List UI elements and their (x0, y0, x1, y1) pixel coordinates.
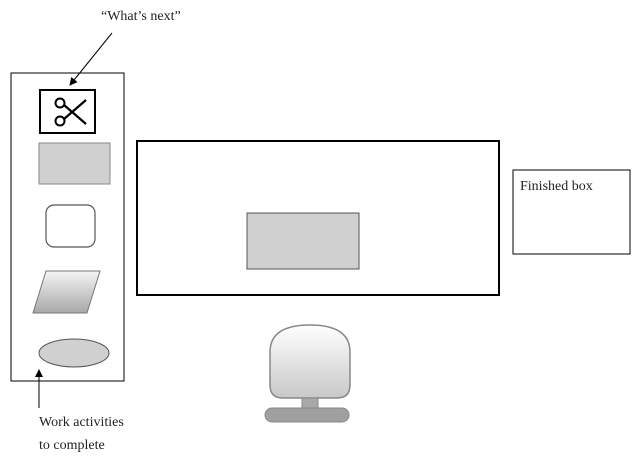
finished-box-label: Finished box (520, 179, 593, 194)
finished-box (512, 169, 631, 255)
task-parallelogram (32, 270, 101, 314)
work-activities-label-line2: to complete (39, 438, 105, 453)
whats-next-label: “What’s next” (101, 9, 181, 24)
current-work-item (246, 212, 360, 270)
task-rectangle (38, 142, 111, 185)
chair-icon (264, 324, 351, 423)
task-rounded-square (45, 204, 96, 248)
whats-next-arrow (69, 32, 113, 86)
work-activities-label-line1: Work activities (39, 415, 124, 430)
task-ellipse (38, 338, 110, 368)
scissors-icon (39, 89, 96, 134)
